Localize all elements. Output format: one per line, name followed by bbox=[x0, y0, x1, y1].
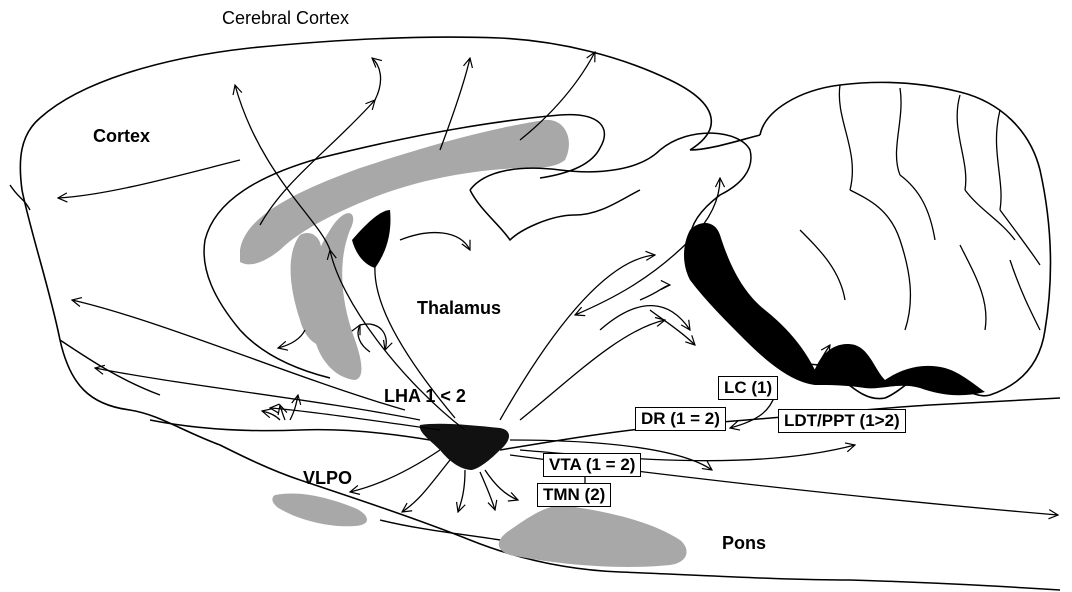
dark-cerebellar-region bbox=[684, 223, 985, 395]
gray-pons-region bbox=[499, 505, 687, 567]
brain-outline-left bbox=[10, 185, 160, 395]
pons-lower-outline bbox=[380, 520, 500, 540]
arrow-to-cortex-7 bbox=[58, 160, 240, 198]
dark-ventricle-region bbox=[352, 210, 390, 268]
arrow-basal-4 bbox=[480, 472, 495, 510]
arrow-thalamic-3 bbox=[278, 330, 305, 348]
arrow-basal-2 bbox=[458, 470, 465, 512]
arrow-midbrain-7 bbox=[640, 285, 670, 300]
arrow-thalamic-7 bbox=[262, 411, 280, 420]
arrow-midbrain-1 bbox=[500, 255, 655, 420]
arrow-to-vlpo bbox=[350, 450, 440, 492]
arrow-to-cortex-9 bbox=[95, 368, 420, 420]
arrow-midbrain-6 bbox=[575, 240, 690, 315]
cortex-label: Cortex bbox=[93, 126, 150, 147]
arrow-to-cortex-4 bbox=[372, 58, 381, 100]
vlpo-label: VLPO bbox=[303, 468, 352, 489]
lha-stippled-region bbox=[420, 424, 509, 470]
lha-label: LHA 1 < 2 bbox=[384, 386, 466, 407]
vta-nucleus-label: VTA (1 = 2) bbox=[543, 453, 641, 477]
arrow-to-cortex-5 bbox=[440, 58, 470, 150]
arrow-midbrain-2 bbox=[520, 320, 665, 420]
tmn-nucleus-label: TMN (2) bbox=[537, 483, 611, 507]
ldt-ppt-nucleus-label: LDT/PPT (1>2) bbox=[778, 409, 906, 433]
projection-arrows bbox=[58, 52, 1058, 515]
arrow-thalamic-2 bbox=[400, 233, 470, 250]
pons-label: Pons bbox=[722, 533, 766, 554]
cerebral-cortex-label: Cerebral Cortex bbox=[222, 8, 349, 29]
dr-nucleus-label: DR (1 = 2) bbox=[635, 407, 726, 431]
lc-nucleus-label: LC (1) bbox=[718, 376, 778, 400]
thalamus-label: Thalamus bbox=[417, 298, 501, 319]
arrow-thalamic-8 bbox=[280, 405, 285, 420]
cerebellum-folia bbox=[800, 85, 1040, 330]
arrow-basal-1 bbox=[402, 460, 450, 512]
